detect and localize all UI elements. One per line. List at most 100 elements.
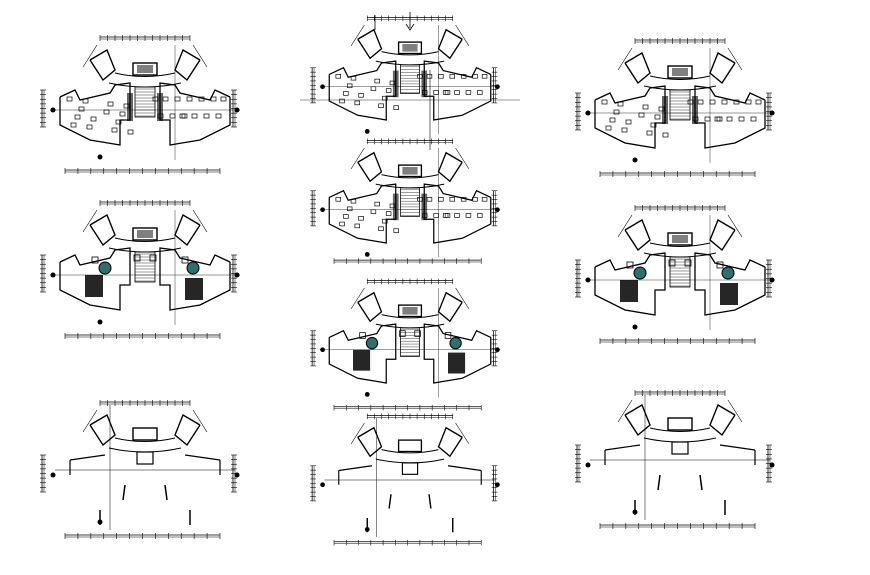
furniture: [203, 113, 210, 119]
core-detail: [402, 44, 418, 52]
furniture: [745, 99, 752, 105]
floor-plan-3: [575, 38, 775, 177]
round-table: [633, 266, 647, 280]
slab-edge: [338, 465, 373, 472]
connector-wall: [375, 458, 445, 464]
tower-dimension: [350, 422, 365, 445]
column-wall: [164, 484, 168, 501]
furniture: [438, 74, 444, 79]
floor-plan-8: [40, 400, 240, 539]
furniture: [642, 104, 649, 110]
tower-dimension: [617, 47, 633, 71]
furniture: [169, 113, 176, 119]
furniture: [86, 124, 93, 130]
chair-set: [684, 259, 692, 267]
furniture: [339, 221, 345, 227]
hatched-room: [720, 283, 738, 305]
furniture: [444, 213, 451, 218]
furniture: [107, 101, 114, 107]
furniture: [127, 129, 134, 135]
core-detail: [672, 420, 688, 428]
slab-edge: [604, 444, 641, 451]
furniture: [433, 90, 439, 95]
furniture: [625, 119, 632, 125]
left-tower: [357, 151, 383, 183]
furniture: [726, 116, 733, 122]
furniture: [103, 109, 110, 115]
tower-dimension: [192, 409, 208, 433]
left-tower: [357, 28, 383, 60]
furniture: [385, 211, 392, 216]
left-wing: [594, 85, 666, 149]
furniture: [378, 226, 384, 231]
core-block: [132, 62, 158, 76]
left-wing: [328, 60, 397, 121]
furniture: [477, 90, 483, 95]
tower-dimension: [82, 44, 98, 68]
furniture: [82, 98, 89, 104]
tower-dimension: [350, 24, 365, 47]
connector-wall: [649, 427, 711, 432]
hatched-room: [353, 349, 371, 371]
connector-wall: [381, 174, 439, 179]
column-wall: [699, 474, 703, 491]
service-shaft: [392, 70, 399, 98]
core-detail: [137, 65, 153, 73]
furniture: [716, 116, 723, 122]
connector-wall: [114, 437, 176, 442]
service-shaft: [157, 93, 163, 121]
grid-marker: [364, 129, 370, 134]
right-tower: [437, 426, 463, 458]
hatched-room: [185, 278, 203, 300]
core-block: [667, 232, 693, 246]
core-detail: [137, 430, 153, 438]
north-arrow: [300, 12, 520, 150]
left-tower: [89, 213, 116, 247]
core-block: [667, 417, 693, 431]
furniture: [191, 113, 198, 119]
grid-marker: [632, 157, 638, 163]
tower-dimension: [617, 214, 633, 238]
furniture: [186, 96, 193, 102]
furniture: [438, 197, 444, 202]
grid-marker: [97, 319, 103, 325]
right-tower: [174, 213, 201, 247]
chair-set: [399, 330, 406, 337]
service-shaft: [127, 93, 133, 121]
furniture: [449, 74, 455, 79]
furniture: [335, 74, 341, 79]
furniture: [442, 213, 449, 218]
tower-dimension: [82, 409, 98, 433]
column-wall: [122, 484, 126, 501]
grid-marker: [320, 482, 325, 488]
connector-wall: [649, 75, 711, 80]
stair: [669, 89, 691, 121]
furniture: [181, 113, 188, 119]
connector-wall: [381, 314, 439, 319]
core-detail: [402, 307, 418, 315]
core-detail: [672, 235, 688, 243]
left-tower: [357, 291, 383, 323]
stair: [400, 64, 420, 94]
core-block: [132, 427, 158, 441]
core-detail: [402, 442, 417, 450]
furniture: [385, 88, 392, 93]
stair: [669, 256, 691, 288]
stair: [134, 251, 156, 283]
furniture: [646, 130, 653, 136]
chair-set: [626, 261, 634, 269]
round-table: [365, 336, 379, 350]
stair-core: [401, 462, 419, 475]
furniture: [74, 114, 81, 120]
north-arrow-head: [405, 23, 415, 31]
hatched-room: [85, 275, 103, 297]
furniture: [609, 117, 616, 123]
furniture: [721, 99, 728, 105]
furniture: [709, 99, 716, 105]
left-wing: [328, 323, 397, 384]
grid-marker: [585, 462, 591, 468]
right-tower: [437, 151, 463, 183]
furniture: [444, 90, 451, 95]
column-wall: [388, 494, 392, 509]
